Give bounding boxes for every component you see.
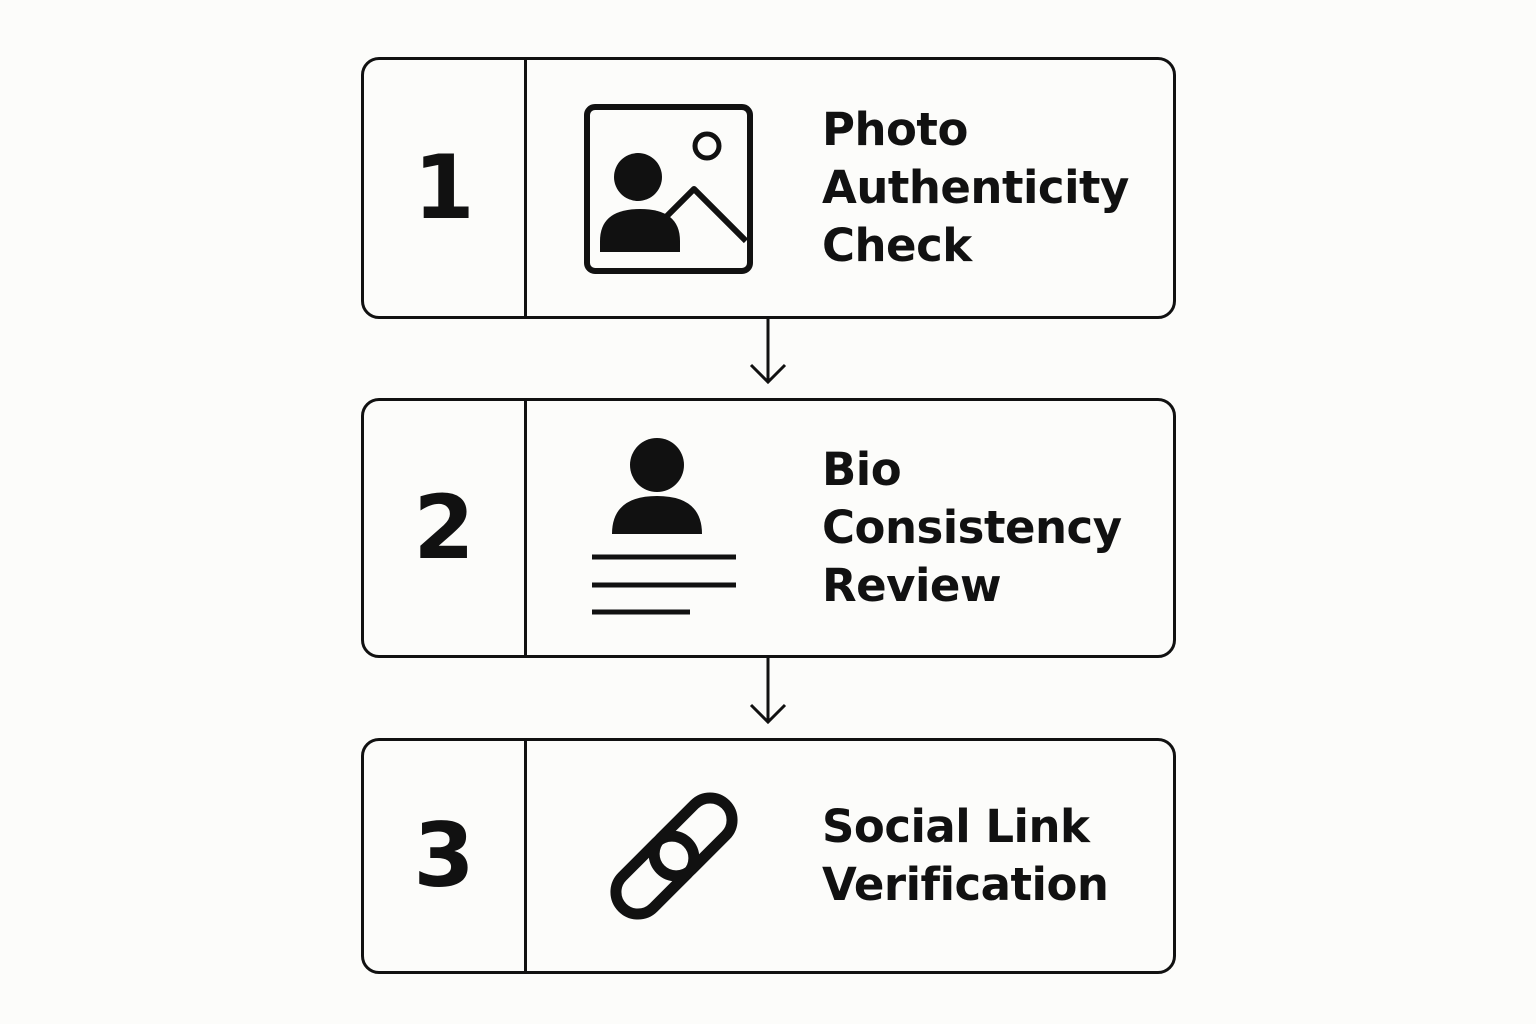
step-card-bio-consistency: 2 Bio Consistency Review — [361, 398, 1176, 658]
chain-link-icon — [589, 741, 759, 971]
step-label-line: Social Link — [822, 800, 1090, 853]
step-label-line: Consistency — [822, 501, 1122, 554]
step-divider — [524, 60, 527, 316]
step-card-photo-authenticity: 1 Photo Authenticity Check — [361, 57, 1176, 319]
step-label: Photo Authenticity Check — [822, 60, 1162, 316]
person-bio-icon — [582, 401, 742, 655]
step-label-line: Review — [822, 559, 1002, 612]
step-divider — [524, 401, 527, 655]
step-label-line: Bio — [822, 443, 902, 496]
photo-person-icon — [582, 60, 757, 316]
step-divider — [524, 741, 527, 971]
step-label-line: Check — [822, 219, 972, 272]
step-label-line: Photo — [822, 103, 968, 156]
step-label: Bio Consistency Review — [822, 401, 1162, 655]
step-label-line: Authenticity — [822, 161, 1129, 214]
step-number: 3 — [413, 804, 475, 907]
step-card-social-link: 3 Social Link Verification — [361, 738, 1176, 974]
down-arrow-icon — [743, 319, 793, 399]
step-label-line: Verification — [822, 858, 1109, 911]
down-arrow-icon — [743, 658, 793, 739]
step-number: 1 — [413, 136, 475, 239]
step-label: Social Link Verification — [822, 741, 1162, 971]
step-number: 2 — [413, 476, 475, 579]
